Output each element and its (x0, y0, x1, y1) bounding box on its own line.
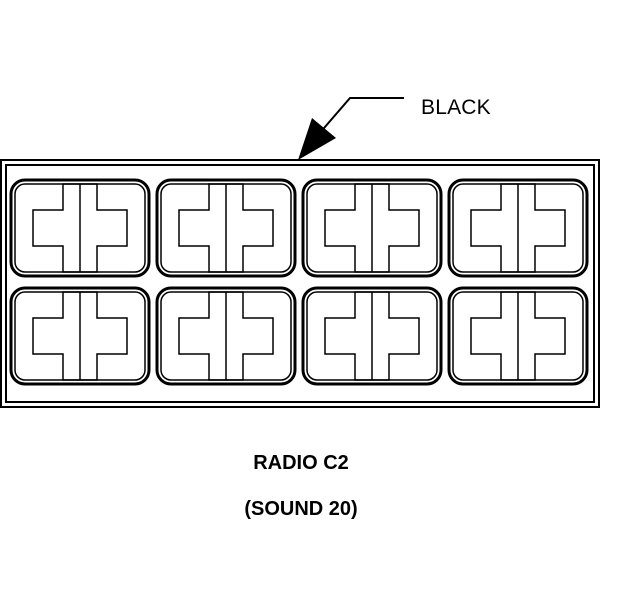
cavity-r1-c4 (447, 178, 589, 278)
cavity-shell (447, 178, 589, 278)
callout-arrowhead (298, 118, 336, 160)
cavity-r2-c1 (9, 286, 151, 386)
cavity-r2-c4 (447, 286, 589, 386)
cavity-r2-c2 (155, 286, 297, 386)
callout-leader (317, 97, 404, 136)
cavity-shell (155, 286, 297, 386)
cavity-shell (9, 178, 151, 278)
cavity-shell (155, 178, 297, 278)
terminal-outline (324, 291, 420, 381)
terminal-outline (32, 291, 128, 381)
terminal-outline (178, 291, 274, 381)
connector-housing (0, 159, 600, 408)
cavity-shell (301, 286, 443, 386)
cavity-shell (9, 286, 151, 386)
callout-label: BLACK (421, 96, 491, 119)
cavity-r1-c1 (9, 178, 151, 278)
terminal-outline (32, 183, 128, 273)
diagram-subtitle: (SOUND 20) (244, 498, 358, 520)
cavity-r1-c3 (301, 178, 443, 278)
terminal-outline (324, 183, 420, 273)
terminal-outline (470, 183, 566, 273)
cavity-shell (301, 178, 443, 278)
diagram-title: RADIO C2 (253, 452, 349, 474)
cavity-shell (447, 286, 589, 386)
cavity-r1-c2 (155, 178, 297, 278)
terminal-outline (178, 183, 274, 273)
cavity-r2-c3 (301, 286, 443, 386)
connector-cavities (9, 178, 589, 386)
terminal-outline (470, 291, 566, 381)
